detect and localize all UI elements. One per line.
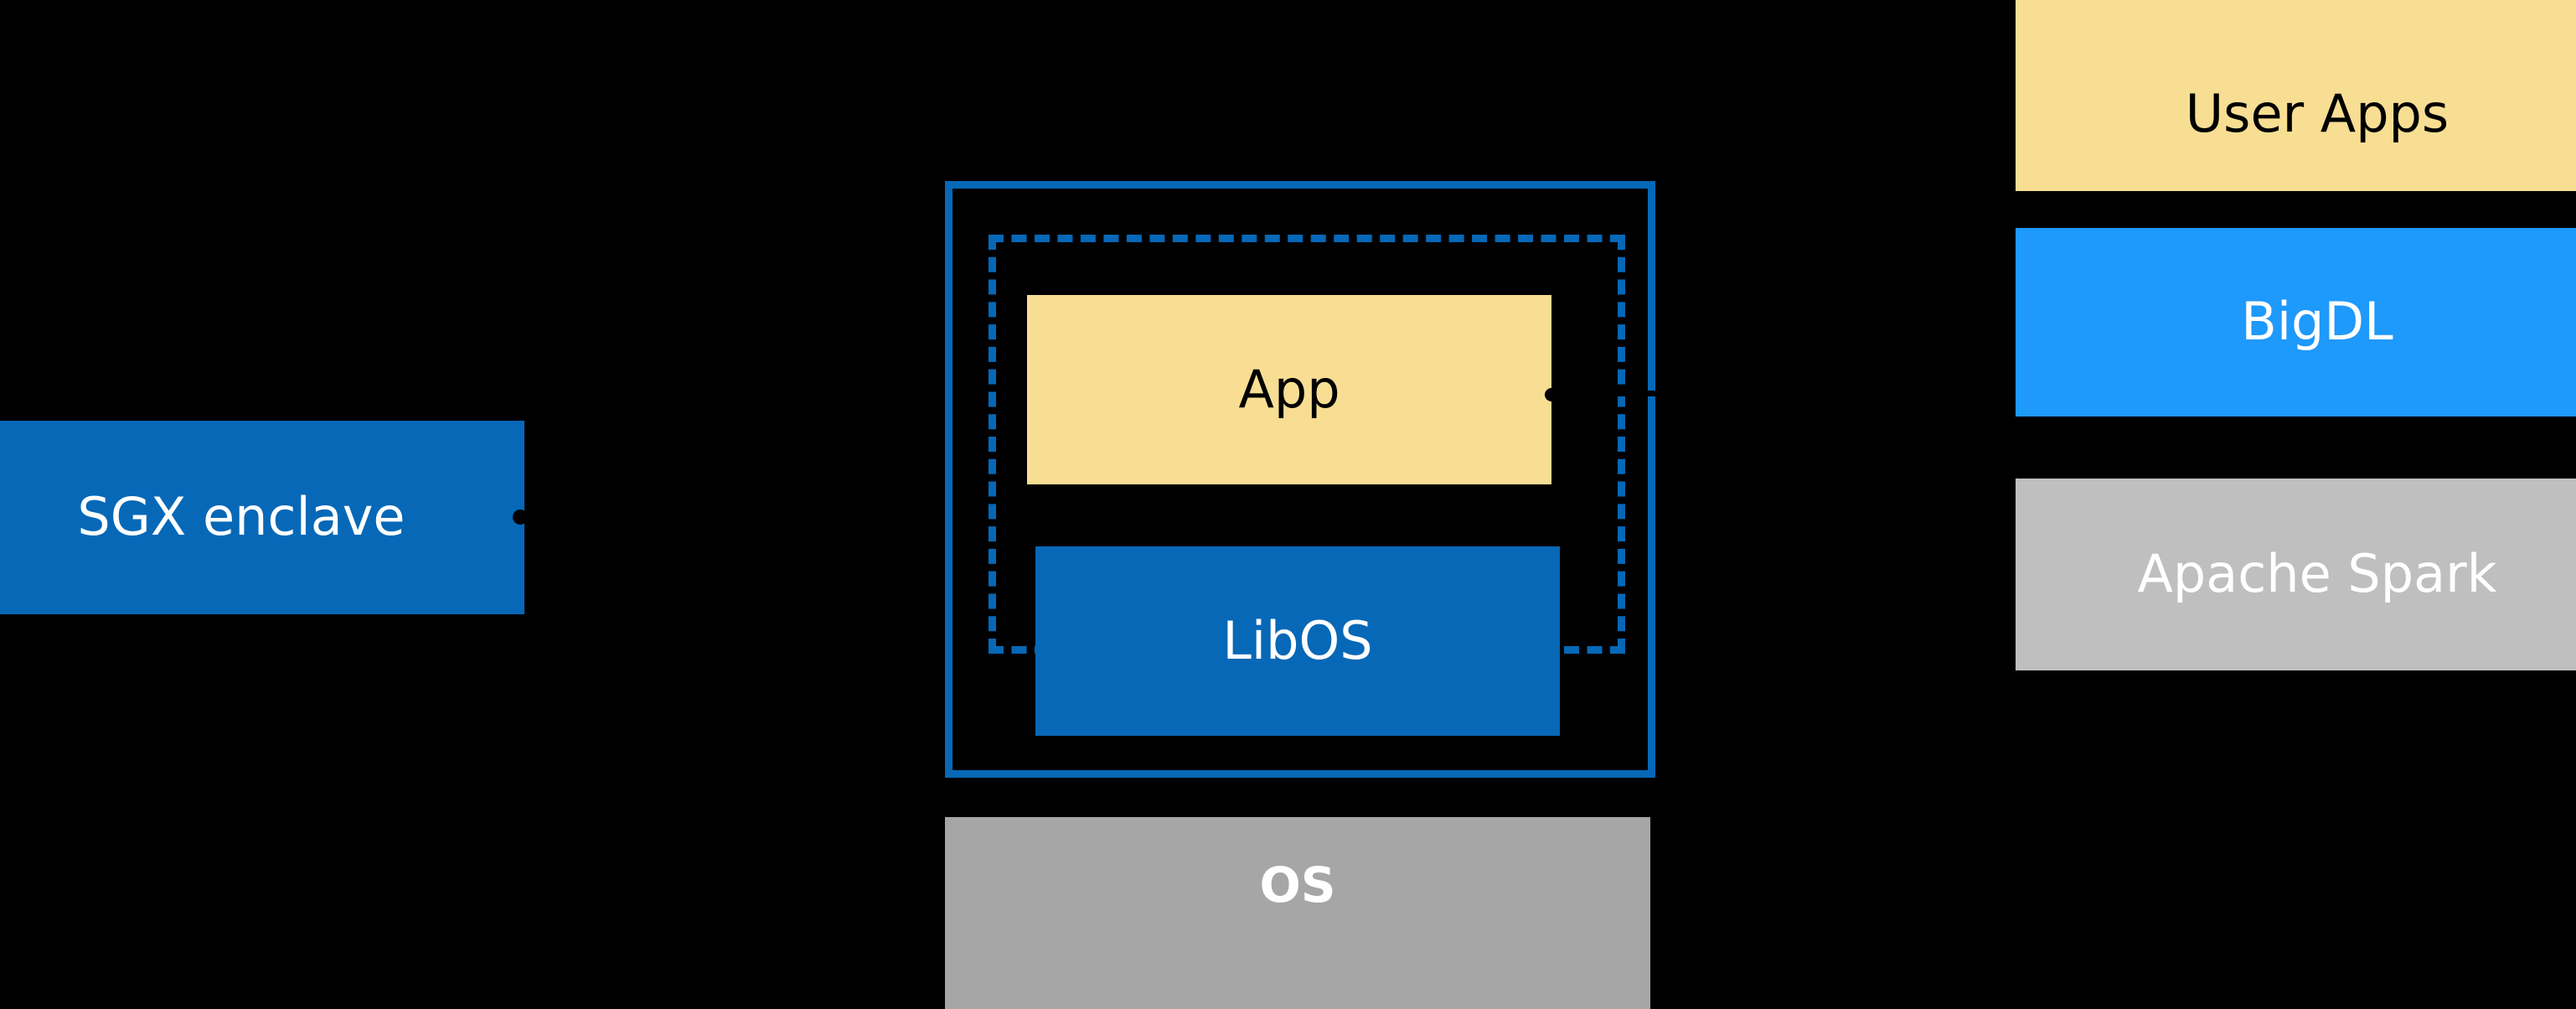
sgx-enclave-connector-dot: [513, 510, 528, 525]
os-label: OS: [1259, 856, 1336, 913]
app-label: App: [1238, 358, 1340, 420]
app-box: App: [1027, 295, 1551, 484]
apache-spark-label: Apache Spark: [2137, 543, 2497, 605]
bigdl-box: BigDL: [2016, 228, 2576, 417]
apache-spark-box: Apache Spark: [2016, 479, 2576, 670]
sgx-enclave-label: SGX enclave: [77, 486, 405, 548]
sgx-enclave-box: SGX enclave: [0, 421, 524, 614]
app-connector-dot: [1545, 388, 1558, 401]
sgx-enclave-connector-line: [519, 514, 955, 520]
bigdl-label: BigDL: [2241, 291, 2393, 353]
libos-label: LibOS: [1222, 609, 1373, 671]
enclave-outer-frame: [945, 181, 1655, 778]
user-apps-box: User Apps: [2016, 0, 2576, 191]
app-connector-line: [1550, 391, 1701, 396]
os-box: OS: [945, 817, 1650, 1009]
user-apps-label: User Apps: [2185, 82, 2450, 144]
libos-box: LibOS: [1035, 546, 1560, 736]
